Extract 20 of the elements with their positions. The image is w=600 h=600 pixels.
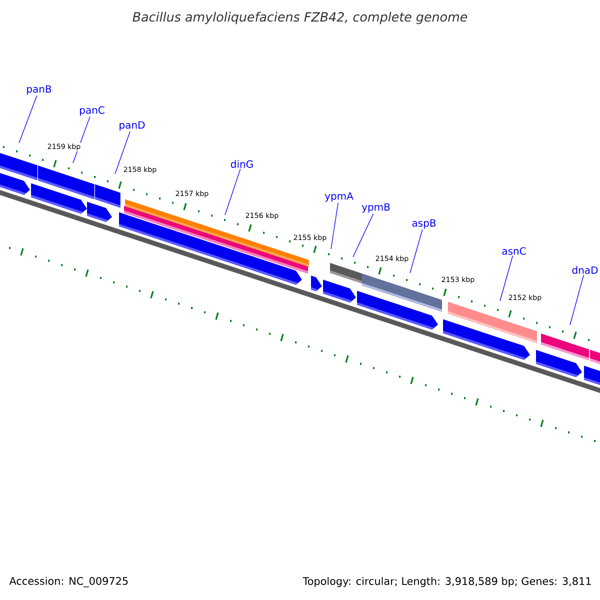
gene-label: dinG [230, 160, 253, 168]
leader-line [570, 274, 584, 326]
genome-info-text: Topology: circular; Length: 3,918,589 bp; Genes: 3,811 [302, 576, 591, 588]
leader-line [410, 229, 423, 274]
gene-label: dnaD [572, 266, 598, 274]
gene-label: ypmA [324, 192, 354, 202]
leader-line [352, 213, 374, 258]
gene-label: panD [120, 121, 145, 131]
leader-line [114, 131, 130, 174]
accession-text: Accession: NC_009725 [9, 576, 128, 588]
leader-line [224, 168, 241, 216]
leader-line [18, 95, 38, 144]
gene-label: asnC [502, 247, 526, 255]
gene-label: panB [27, 85, 52, 95]
leader-line [330, 202, 338, 250]
gene-label: panC [80, 106, 104, 116]
title: Bacillus amyloliquefaciens FZB42, complete genome [132, 12, 468, 24]
gene-label: ypmB [362, 203, 390, 213]
leader-line [500, 255, 514, 302]
gene-label: aspB [412, 219, 436, 229]
